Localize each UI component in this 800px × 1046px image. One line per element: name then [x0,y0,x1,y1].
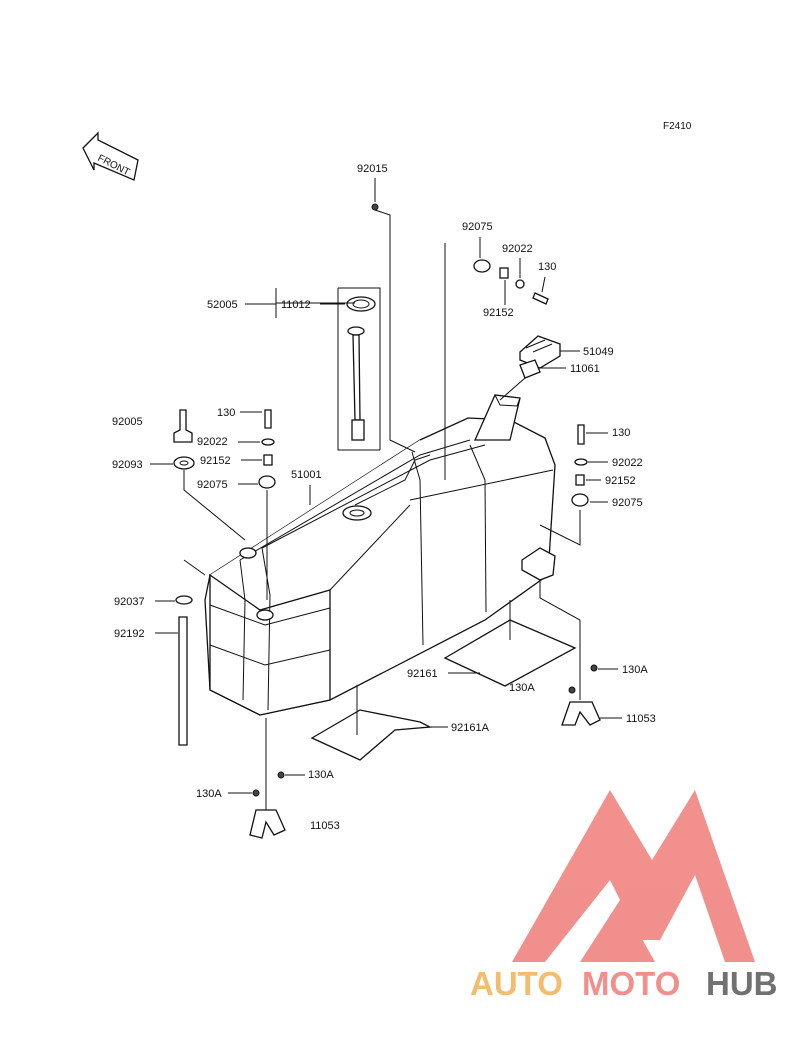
label-11053-bottom: 11053 [310,820,340,832]
label-130A-bottom-right: 130A [308,769,334,781]
label-51049: 51049 [583,346,614,358]
label-92075-top: 92075 [462,221,493,233]
label-92152-top: 92152 [483,307,514,319]
watermark-moto: MOTO [582,965,680,1002]
label-52005: 52005 [207,299,238,311]
label-130A-mid: 130A [509,682,535,694]
tank-pad-a [310,685,433,761]
label-11012: 11012 [281,299,311,311]
label-51001: 51001 [291,469,322,481]
drain-hose [175,559,206,746]
tank-pad [443,600,577,687]
top-hardware [371,203,549,480]
label-92037: 92037 [114,596,145,608]
left-hardware [173,409,276,600]
front-arrow-icon: FRONT [82,131,139,181]
bracket-bottom [249,718,286,839]
figure-id: F2410 [663,121,692,132]
label-92161A: 92161A [451,722,490,734]
bracket-right [539,580,601,726]
label-92152-left: 92152 [200,455,231,467]
label-92093: 92093 [112,459,143,471]
label-130-left: 130 [217,407,235,419]
label-11053-right: 11053 [626,713,656,725]
label-92022-top: 92022 [502,243,533,255]
label-92152-right: 92152 [605,475,636,487]
label-130A-bottom-left: 130A [196,788,222,800]
watermark-logo: AUTO MOTO HUB [470,790,778,1002]
label-92075-left: 92075 [197,479,228,491]
label-130A-right: 130A [622,664,648,676]
watermark-hub: HUB [706,965,778,1002]
label-92022-left: 92022 [197,436,228,448]
label-130-right: 130 [612,427,630,439]
fuel-level-sender [275,287,381,451]
label-92161: 92161 [407,668,438,680]
fuel-tank [204,394,556,716]
label-92005: 92005 [112,416,143,428]
watermark-auto: AUTO [470,965,563,1002]
label-11061: 11061 [570,363,600,375]
labels: 92015 92075 92022 130 92152 52005 11012 … [112,163,656,832]
filler-cap [499,335,561,401]
label-92075-right: 92075 [612,497,643,509]
label-92015: 92015 [357,163,388,175]
label-92192: 92192 [114,628,145,640]
right-hardware [539,424,589,546]
label-92022-right: 92022 [612,457,643,469]
label-130-top: 130 [538,261,556,273]
